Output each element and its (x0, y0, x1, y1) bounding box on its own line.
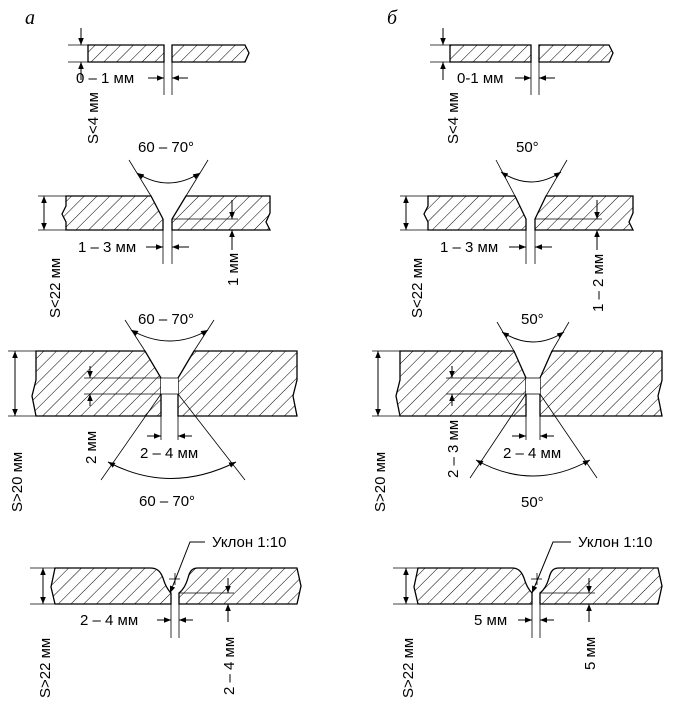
variant-a-letter: а (25, 7, 35, 29)
plate-right (539, 567, 663, 605)
slope-label: Уклон 1:10 (212, 534, 287, 551)
slope-label: Уклон 1:10 (578, 534, 653, 551)
root-label: 2 – 4 мм (221, 637, 238, 695)
gap-label: 0 – 1 мм (76, 70, 134, 87)
gap-label: 0-1 мм (457, 70, 503, 87)
plate-left-shape (50, 567, 172, 605)
thickness-label: S>20 мм (372, 452, 389, 512)
gap-label: 2 – 4 мм (503, 445, 561, 462)
plate-left (61, 195, 164, 231)
plate-left (423, 195, 527, 231)
thickness-label: S<22 мм (47, 258, 64, 318)
thickness-label: S>22 мм (400, 638, 417, 698)
gap-label: 1 – 3 мм (440, 239, 498, 256)
angle-top-label: 50° (521, 311, 544, 328)
angle-label: 50° (516, 139, 539, 156)
joint-a4-u-groove: Уклон 1:10 S>22 мм 2 – 4 мм 2 – 4 мм (30, 534, 302, 698)
joint-b1-thin-sheet: 0-1 мм S<4 мм (430, 28, 614, 144)
plate-right (534, 195, 635, 231)
plate-left (31, 350, 162, 417)
thickness-label: S>22 мм (37, 638, 54, 698)
plate-right (177, 350, 298, 417)
gap-label: 2 – 4 мм (140, 445, 198, 462)
plate-left (449, 44, 532, 63)
joint-a3-double-v: 60 – 70° 60 – 70° S>20 мм 2 мм 2 – 4 мм (8, 311, 298, 512)
joint-b3-double-v: 50° 50° S>20 мм 2 – 3 мм 2 – 4 мм (372, 311, 663, 512)
gap-label: 5 мм (474, 612, 507, 629)
thickness-label: S<22 мм (409, 258, 426, 318)
thickness-label: S<4 мм (445, 92, 462, 144)
thickness-label: S<4 мм (85, 92, 102, 144)
joint-a1-thin-sheet: 0 – 1 мм S<4 мм (68, 28, 250, 144)
plate-left (395, 350, 527, 417)
gap-label: 1 – 3 мм (78, 239, 136, 256)
root-label: 1 – 2 мм (590, 254, 607, 312)
joint-a2-single-v: 60 – 70° 1 – 3 мм 1 мм S<22 мм (38, 139, 272, 318)
plate-right (539, 350, 663, 417)
plate-right (171, 44, 250, 63)
angle-top-label: 60 – 70° (138, 311, 194, 328)
plate-right (538, 44, 614, 63)
plate-left (413, 567, 533, 605)
root-label: 2 мм (83, 431, 100, 464)
joint-b2-single-v: 50° 1 – 3 мм 1 – 2 мм S<22 мм (400, 139, 635, 318)
plate-left (87, 44, 165, 63)
root-label: 2 – 3 мм (445, 420, 462, 478)
angle-bottom-label: 60 – 70° (139, 493, 195, 510)
root-label: 5 мм (582, 637, 599, 670)
angle-bottom-label: 50° (521, 494, 544, 511)
gap-label: 2 – 4 мм (80, 612, 138, 629)
plate-right (171, 195, 272, 231)
plate-right (178, 567, 302, 605)
root-label: 1 мм (225, 253, 242, 286)
angle-label: 60 – 70° (138, 139, 194, 156)
variant-b-letter: б (387, 7, 398, 29)
thickness-label: S>20 мм (9, 452, 26, 512)
joint-b4-u-groove: Уклон 1:10 S>22 мм 5 мм 5 мм (393, 534, 663, 698)
